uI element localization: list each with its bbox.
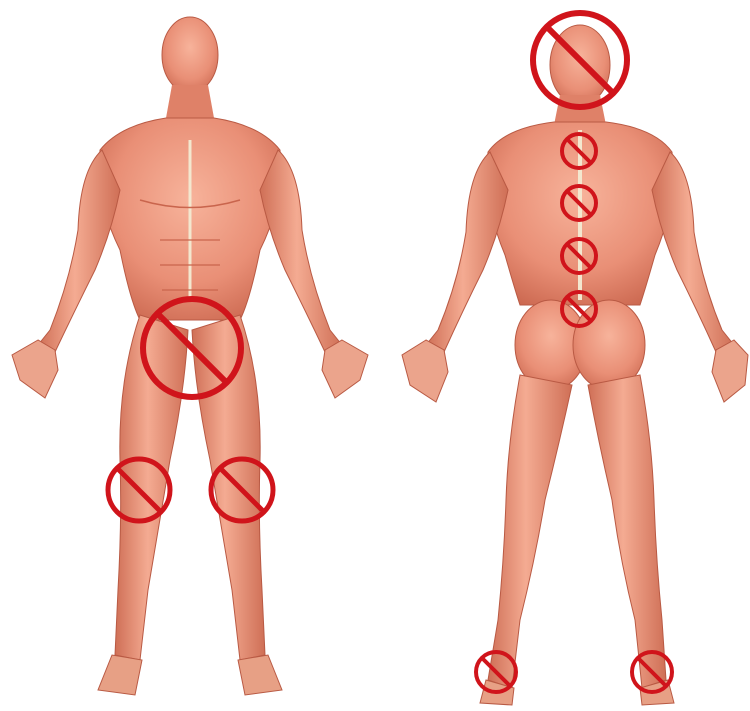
front-head bbox=[162, 17, 218, 93]
front-left-arm bbox=[260, 150, 342, 352]
front-right-arm bbox=[38, 150, 120, 352]
front-left-hand bbox=[322, 340, 368, 398]
front-right-foot bbox=[98, 655, 142, 695]
back-right-leg bbox=[588, 375, 666, 688]
front-figure bbox=[12, 17, 368, 695]
back-left-hand bbox=[402, 340, 448, 402]
back-left-arm bbox=[426, 152, 508, 352]
back-figure bbox=[402, 25, 748, 705]
back-right-arm bbox=[652, 152, 734, 352]
front-right-leg bbox=[115, 315, 188, 660]
front-neck bbox=[166, 85, 214, 118]
front-left-foot bbox=[238, 655, 282, 695]
front-left-leg bbox=[192, 315, 265, 660]
back-right-hand bbox=[712, 340, 748, 402]
front-right-hand bbox=[12, 340, 58, 398]
back-left-leg bbox=[488, 375, 572, 688]
